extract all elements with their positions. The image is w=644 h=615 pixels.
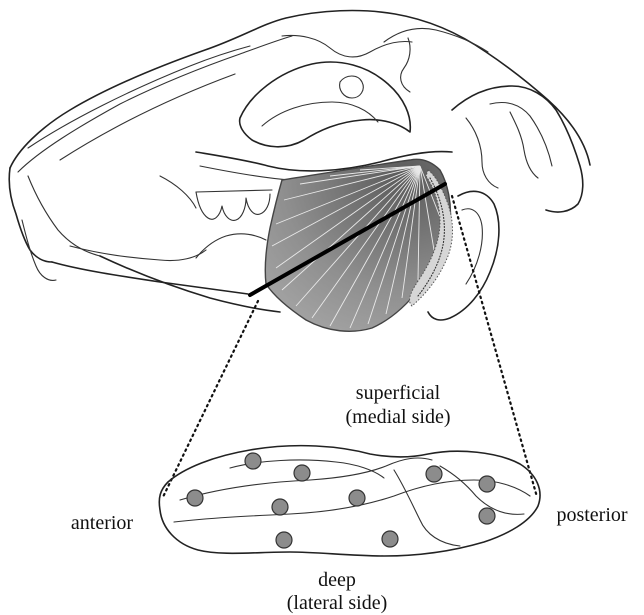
label-medial-side: (medial side) xyxy=(346,406,451,428)
cheek-teeth xyxy=(196,192,270,220)
section-dot xyxy=(349,490,365,506)
section-dot xyxy=(187,490,203,506)
section-dot xyxy=(245,453,261,469)
section-dot xyxy=(426,466,442,482)
foramen xyxy=(340,76,364,98)
skull-dorsal-outline xyxy=(10,11,590,168)
cross-section xyxy=(159,446,540,556)
label-anterior: anterior xyxy=(71,512,134,534)
incisor xyxy=(22,220,56,280)
skull-dorsal-inner xyxy=(18,36,292,172)
orbit xyxy=(240,62,411,147)
section-dot xyxy=(382,531,398,547)
frontal-suture xyxy=(282,36,412,57)
section-dot xyxy=(479,508,495,524)
label-deep: deep xyxy=(318,569,356,591)
muscle-body xyxy=(265,159,450,331)
nasal-bone xyxy=(28,46,250,148)
mandible xyxy=(100,256,280,312)
orbit-inner xyxy=(262,102,378,126)
occipital-region xyxy=(452,86,583,212)
section-dot xyxy=(272,499,288,515)
label-posterior: posterior xyxy=(556,504,627,526)
masseter-muscle xyxy=(265,159,452,331)
section-dot xyxy=(294,465,310,481)
projection-line-anterior xyxy=(163,301,258,497)
section-dot xyxy=(479,476,495,492)
label-superficial: superficial xyxy=(356,382,441,404)
section-dot xyxy=(276,532,292,548)
label-lateral-side: (lateral side) xyxy=(287,592,388,614)
